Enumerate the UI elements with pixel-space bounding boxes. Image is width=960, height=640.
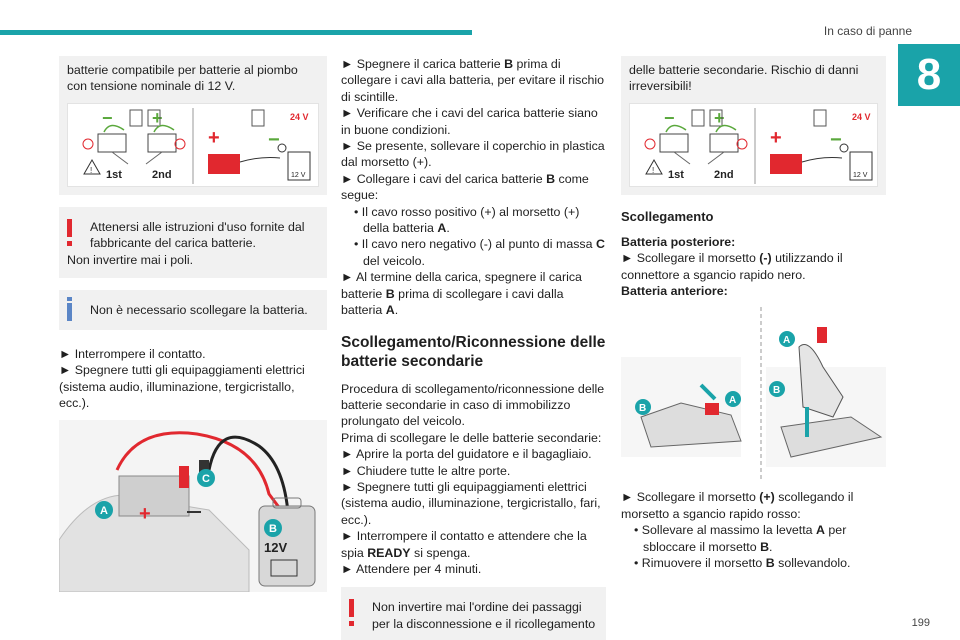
continued-text: batterie compatibile per batterie al pio…	[67, 63, 298, 94]
step1-label: 1st	[106, 169, 122, 181]
step-connect-cables: ► Collegare i cavi del carica batterie B…	[341, 171, 589, 203]
column-3: delle batterie secondarie. Rischio di da…	[621, 56, 886, 571]
step-wait: ► Attendere per 4 minuti.	[341, 561, 482, 576]
volt-12-label: 12 V	[291, 172, 306, 179]
step1-label: 1st	[668, 169, 684, 181]
svg-text:−: −	[664, 108, 675, 128]
label-b: B	[269, 523, 277, 535]
chapter-number-tab: 8	[898, 44, 960, 106]
step-close-doors: ► Chiudere tutte le altre porte.	[341, 463, 511, 478]
rear-battery-title: Batteria posteriore:	[621, 234, 736, 249]
charger-voltage: 12V	[264, 540, 287, 555]
warning-icon	[349, 599, 354, 627]
svg-text:+: +	[714, 108, 725, 128]
continued-info-box: batterie compatibile per batterie al pio…	[59, 56, 327, 195]
label-b-right: B	[773, 385, 780, 396]
warning-notice-1: Attenersi alle istruzioni d'uso fornite …	[59, 206, 327, 279]
volt-24-label: 24 V	[852, 112, 871, 122]
minus-sign: −	[830, 129, 842, 151]
warning-continued-box: delle batterie secondarie. Rischio di da…	[621, 56, 886, 195]
column-2: ► Spegnere il carica batterie B prima di…	[341, 56, 606, 640]
section-heading: Scollegamento/Riconnessione delle batter…	[341, 333, 606, 370]
warning-text-order: Non invertire mai l'ordine dei passaggi …	[372, 600, 596, 631]
charger-diagram-svg: − + ! 1st 2nd 24 V + −	[82, 107, 311, 184]
warning-icon	[67, 218, 72, 246]
label-a-right: A	[783, 335, 790, 346]
bullet-black-cable: • Il cavo nero negativo (-) al punto di …	[354, 237, 605, 268]
bullet-lift-lever: • Sollevare al massimo la levetta A per …	[634, 523, 847, 554]
step2-label: 2nd	[714, 169, 734, 181]
warning-text-1: Attenersi alle istruzioni d'uso fornite …	[90, 219, 305, 234]
continued-warning-text: delle batterie secondarie. Rischio di da…	[629, 63, 859, 94]
bullet-remove-clamp: • Rimuovere il morsetto B sollevandolo.	[634, 556, 851, 571]
info-text-1: Non è necessario scollegare la batteria.	[90, 303, 308, 318]
column-1: batterie compatibile per batterie al pio…	[58, 56, 327, 593]
minus-sign: −	[268, 129, 280, 151]
label-a: A	[100, 505, 108, 517]
step-open-doors: ► Aprire la porta del guidatore e il bag…	[341, 447, 592, 462]
section-heading-disconnect: Scollegamento	[621, 208, 714, 224]
volt-12-label: 12 V	[853, 172, 868, 179]
svg-text:+: +	[152, 108, 163, 128]
procedure-intro: Procedura di scollegamento/riconnessione…	[341, 381, 605, 429]
step2-label: 2nd	[152, 169, 172, 181]
step-end-charging: ► Al termine della carica, spegnere il c…	[341, 270, 582, 318]
front-battery-title: Batteria anteriore:	[621, 284, 728, 299]
svg-text:!: !	[90, 166, 92, 175]
warning-text-3: Non invertire mai i poli.	[67, 252, 194, 267]
charger-diagram-2: − + ! 1st 2nd 24 V + −	[629, 102, 878, 187]
label-a-left: A	[729, 395, 736, 406]
svg-text:+: +	[139, 503, 151, 525]
svg-text:−: −	[102, 108, 113, 128]
header-accent-bar	[0, 30, 472, 35]
charger-diagram: − + ! 1st 2nd 24 V + −	[67, 102, 319, 187]
rear-battery-step: ► Scollegare il morsetto (-) utilizzando…	[621, 251, 843, 282]
step-ignition-off: ► Interrompere il contatto e attendere c…	[341, 529, 587, 560]
page-number: 199	[911, 617, 930, 629]
step-switch-off-equipment: ► Spegnere tutti gli equipaggiamenti ele…	[341, 479, 601, 527]
label-c: C	[202, 473, 210, 485]
volt-24-label: 24 V	[290, 112, 309, 122]
plus-sign: +	[208, 127, 220, 149]
info-icon	[67, 297, 72, 322]
battery-charging-photo: + A C B 12V	[58, 419, 327, 593]
quick-release-clamp-photo: B A A B	[621, 307, 886, 482]
bullet-red-cable: • Il cavo rosso positivo (+) al morsetto…	[354, 204, 580, 236]
label-b-left: B	[639, 403, 646, 414]
warning-notice-2: Non invertire mai l'ordine dei passaggi …	[341, 587, 606, 640]
step-lift-cover: ► Se presente, sollevare il coperchio in…	[341, 139, 605, 170]
clamp-illustration: B A A B	[621, 307, 886, 482]
warning-text-2: fabbricante del carica batterie.	[90, 236, 256, 251]
plus-sign: +	[770, 127, 782, 149]
instruction-list-1: ► Interrompere il contatto. ► Spegnere t…	[59, 346, 327, 412]
step-check-cables: ► Verificare che i cavi del carica batte…	[341, 106, 598, 137]
before-disconnect: Prima di scollegare le delle batterie se…	[341, 430, 602, 445]
instruction-step: ► Interrompere il contatto.	[59, 347, 206, 362]
charger-diagram-2-svg: − + ! 1st 2nd 24 V + −	[644, 107, 873, 184]
front-step-disconnect: ► Scollegare il morsetto (+) scollegando…	[621, 490, 854, 521]
instruction-step: ► Spegnere tutti gli equipaggiamenti ele…	[59, 363, 305, 411]
step-switch-off-charger: ► Spegnere il carica batterie B prima di…	[341, 57, 605, 104]
page-section-title: In caso di panne	[823, 24, 912, 38]
info-notice-1: Non è necessario scollegare la batteria.	[59, 290, 327, 331]
battery-charging-illustration: + A C B 12V	[58, 419, 327, 593]
svg-text:!: !	[652, 166, 654, 175]
